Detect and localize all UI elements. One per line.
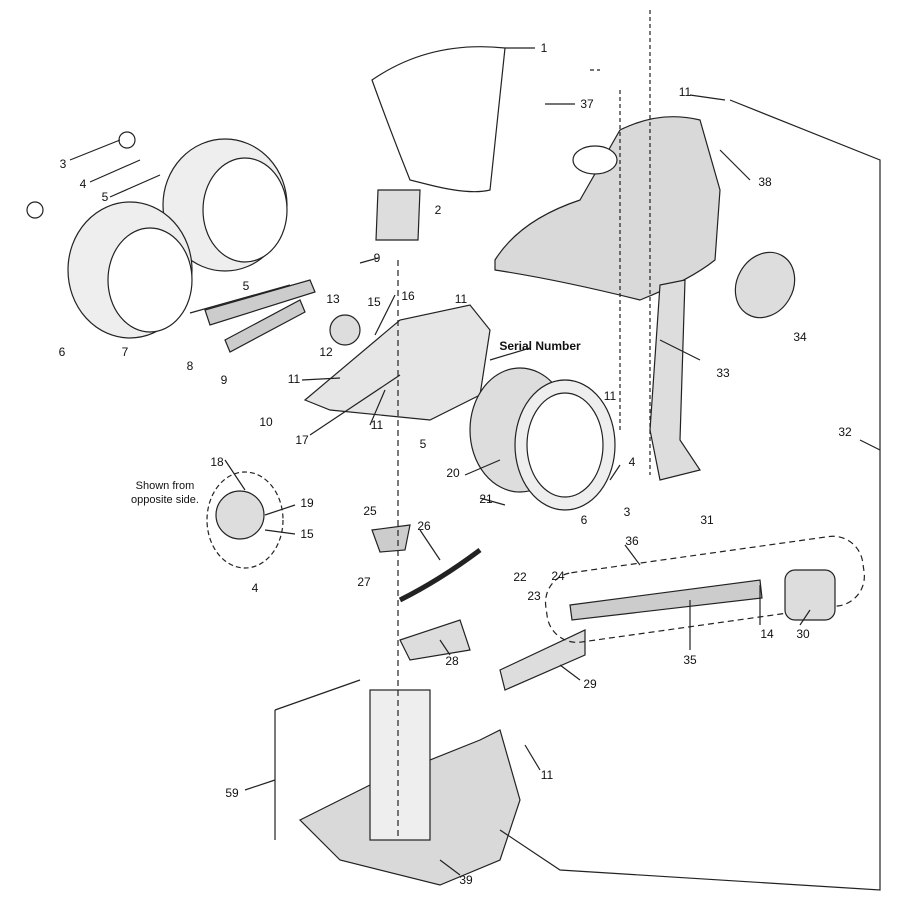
callout-8: 8 bbox=[186, 359, 194, 373]
callout-22: 22 bbox=[513, 570, 527, 584]
callout-38: 38 bbox=[758, 175, 772, 189]
callout-59: 59 bbox=[225, 786, 239, 800]
callout-6: 6 bbox=[58, 345, 66, 359]
part-29 bbox=[499, 629, 586, 691]
callout-9: 9 bbox=[220, 373, 228, 387]
callout-4: 4 bbox=[251, 581, 259, 595]
callout-7: 7 bbox=[121, 345, 129, 359]
callout-35: 35 bbox=[683, 653, 697, 667]
callout-15: 15 bbox=[367, 295, 381, 309]
callout-32: 32 bbox=[838, 425, 852, 439]
callout-3: 3 bbox=[623, 505, 631, 519]
callout-12: 12 bbox=[319, 345, 333, 359]
callout-15: 15 bbox=[300, 527, 314, 541]
debris-bag bbox=[371, 46, 506, 193]
callout-11: 11 bbox=[370, 418, 384, 432]
swivel-tube bbox=[649, 279, 701, 481]
callout-23: 23 bbox=[527, 589, 541, 603]
callout-11: 11 bbox=[287, 372, 301, 386]
hose-27 bbox=[398, 547, 482, 603]
callout-39: 39 bbox=[459, 873, 473, 887]
callout-25: 25 bbox=[363, 504, 377, 518]
callout-9: 9 bbox=[373, 251, 381, 265]
callout-29: 29 bbox=[583, 677, 597, 691]
float bbox=[734, 251, 796, 319]
callout-11: 11 bbox=[454, 292, 468, 306]
note-line-2: opposite side. bbox=[131, 494, 199, 506]
callout-11: 11 bbox=[603, 389, 617, 403]
drive-belt bbox=[204, 279, 316, 326]
callout-2: 2 bbox=[434, 203, 442, 217]
callout-20: 20 bbox=[446, 466, 460, 480]
bag-collar bbox=[375, 189, 421, 241]
callout-14: 14 bbox=[760, 627, 774, 641]
callout-28: 28 bbox=[445, 654, 459, 668]
callout-4: 4 bbox=[628, 455, 636, 469]
note-line-1: Shown from bbox=[135, 480, 195, 492]
callout-19: 19 bbox=[300, 496, 314, 510]
callout-5: 5 bbox=[419, 437, 427, 451]
callout-36: 36 bbox=[625, 534, 639, 548]
callout-18: 18 bbox=[210, 455, 224, 469]
part-25 bbox=[371, 524, 411, 553]
callout-11: 11 bbox=[540, 768, 554, 782]
callout-16: 16 bbox=[401, 289, 415, 303]
callout-13: 13 bbox=[326, 292, 340, 306]
callout-34: 34 bbox=[793, 330, 807, 344]
callout-5: 5 bbox=[101, 190, 109, 204]
top-cover bbox=[494, 116, 721, 301]
part-28 bbox=[399, 619, 471, 661]
callout-10: 10 bbox=[259, 415, 273, 429]
callout-5: 5 bbox=[242, 279, 250, 293]
callout-1: 1 bbox=[540, 41, 548, 55]
callout-17: 17 bbox=[295, 433, 309, 447]
filter-sponge bbox=[784, 569, 836, 621]
callout-21: 21 bbox=[479, 492, 493, 506]
callout-24: 24 bbox=[551, 569, 565, 583]
hose-assembly bbox=[544, 535, 865, 643]
opposite-side-note: Shown from opposite side. bbox=[115, 479, 215, 507]
callout-37: 37 bbox=[580, 97, 594, 111]
callout-30: 30 bbox=[796, 627, 810, 641]
gear-assembly bbox=[206, 471, 284, 569]
callout-31: 31 bbox=[700, 513, 714, 527]
callout-11: 11 bbox=[678, 85, 692, 99]
callout-33: 33 bbox=[716, 366, 730, 380]
callout-4: 4 bbox=[79, 177, 87, 191]
suction-tube bbox=[369, 689, 431, 841]
callout-6: 6 bbox=[580, 513, 588, 527]
callout-26: 26 bbox=[417, 519, 431, 533]
callout-27: 27 bbox=[357, 575, 371, 589]
serial-number-label: Serial Number bbox=[499, 339, 581, 353]
callout-3: 3 bbox=[59, 157, 67, 171]
